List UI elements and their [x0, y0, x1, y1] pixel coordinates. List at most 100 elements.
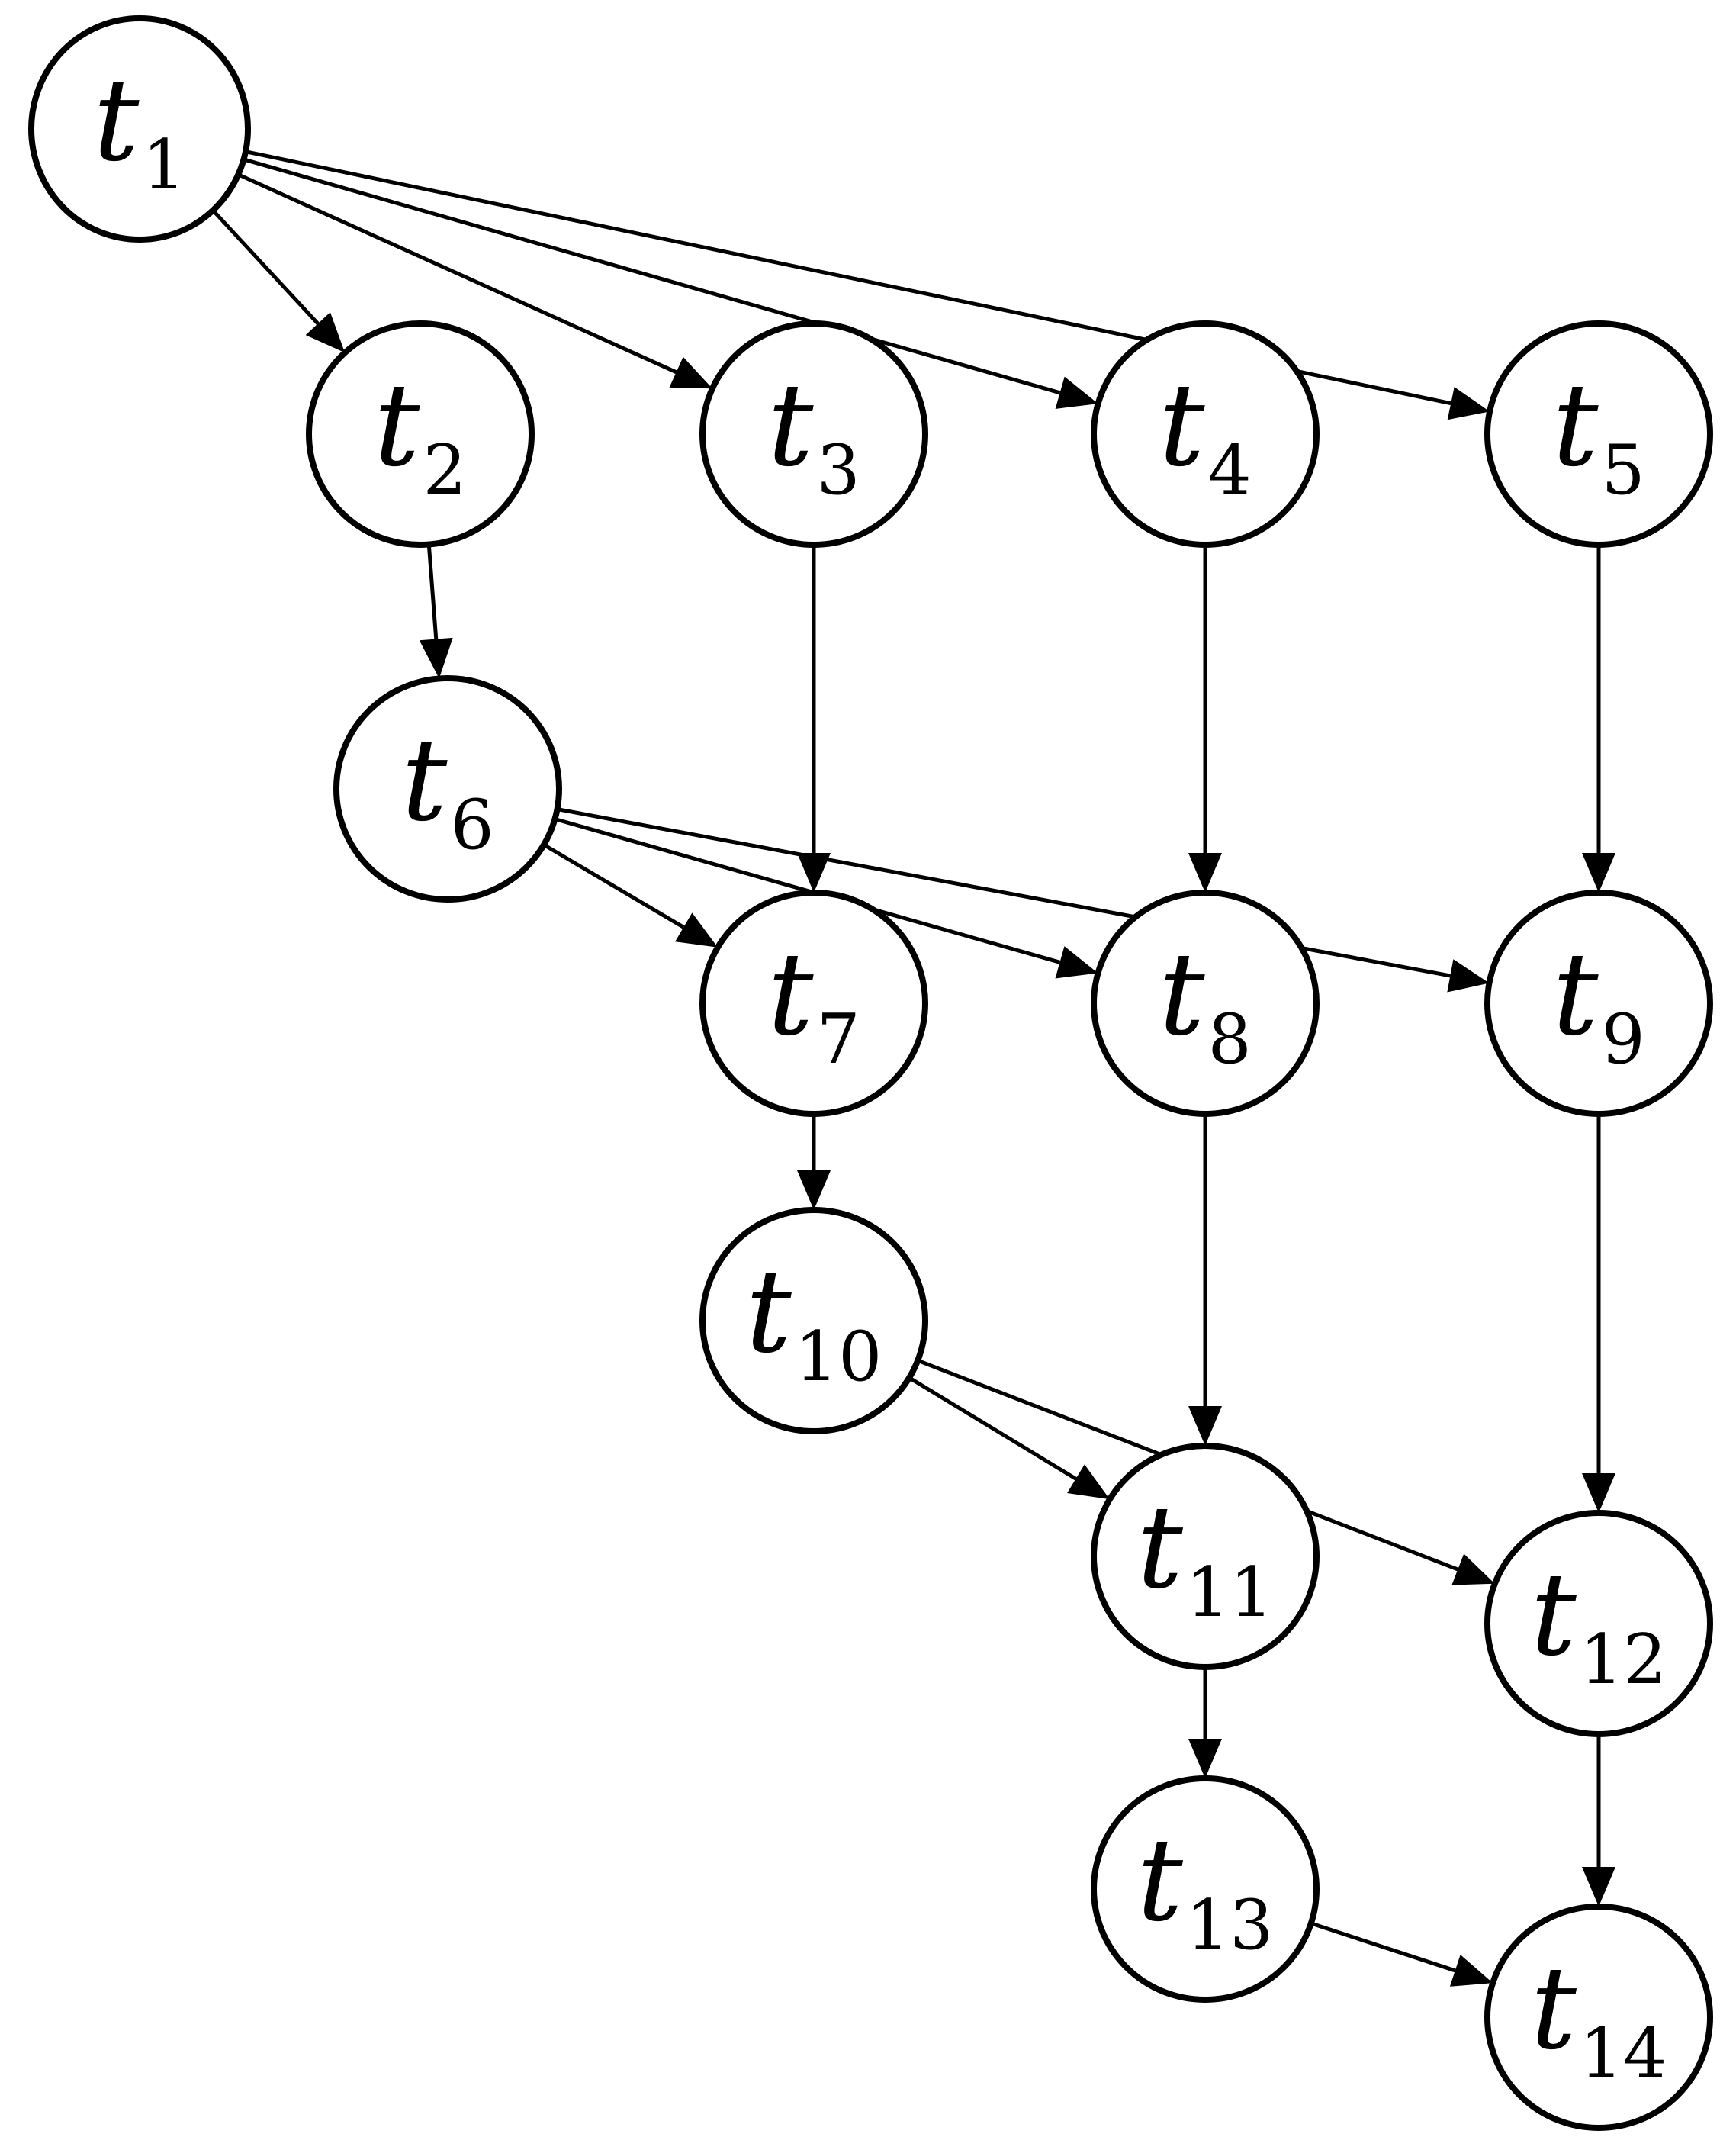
node-label-index: 14	[1580, 2013, 1667, 2094]
edge-t8-to-t11	[1188, 1114, 1222, 1446]
arrow-head-icon	[1447, 959, 1490, 993]
node-circle	[1484, 890, 1713, 1117]
node-circle	[1484, 1510, 1713, 1737]
node-label-letter: t	[1137, 1814, 1184, 1947]
node-circle	[1091, 1443, 1320, 1670]
node-label-index: 12	[1580, 1620, 1667, 1700]
node-label-letter: t	[767, 929, 814, 1061]
node-t10: t10	[699, 1207, 928, 1434]
arrow-head-icon	[797, 1170, 831, 1210]
node-t14: t14	[1484, 1904, 1713, 2131]
arrow-head-icon	[305, 312, 346, 353]
node-circle	[28, 15, 251, 243]
edge-t7-to-t10	[797, 1114, 831, 1210]
node-label-letter: t	[1552, 929, 1599, 1061]
arrow-head-icon	[1067, 1464, 1110, 1500]
arrow-head-icon	[1188, 853, 1222, 893]
node-label: t14	[1531, 1942, 1667, 2094]
node-label: t1	[93, 54, 186, 205]
node-t8: t8	[1091, 890, 1320, 1117]
edge-line	[211, 209, 320, 325]
node-label-index: 13	[1186, 1885, 1274, 1965]
node-label: t4	[1159, 359, 1252, 510]
edge-t3-to-t7	[797, 545, 831, 893]
edge-t10-to-t11	[908, 1376, 1110, 1500]
node-label-letter: t	[93, 54, 140, 187]
node-label: t3	[767, 359, 860, 510]
node-label: t9	[1552, 929, 1645, 1080]
edge-line	[1310, 1921, 1456, 1973]
node-t13: t13	[1091, 1775, 1320, 2003]
node-label-index: 6	[451, 785, 494, 865]
node-circle	[699, 1207, 928, 1434]
node-circle	[699, 320, 928, 548]
node-t3: t3	[699, 320, 928, 548]
node-label: t10	[746, 1246, 882, 1397]
node-label-letter: t	[767, 359, 814, 492]
node-label-letter: t	[401, 714, 448, 847]
edge-line	[908, 1376, 1077, 1481]
node-label-index: 4	[1208, 430, 1252, 510]
node-label-index: 8	[1208, 999, 1252, 1080]
arrow-head-icon	[797, 853, 831, 893]
node-circle	[1091, 320, 1320, 548]
node-label-letter: t	[1137, 1482, 1184, 1614]
node-t5: t5	[1484, 320, 1713, 548]
node-t9: t9	[1484, 890, 1713, 1117]
edge-t6-to-t7	[542, 843, 719, 948]
node-label-letter: t	[1159, 359, 1205, 492]
node-label: t6	[401, 714, 494, 865]
arrow-head-icon	[1055, 946, 1098, 979]
node-t2: t2	[306, 320, 535, 548]
arrow-head-icon	[1451, 1553, 1495, 1585]
node-label: t5	[1552, 359, 1645, 510]
arrow-head-icon	[419, 637, 453, 679]
arrow-head-icon	[1447, 387, 1490, 420]
node-label-index: 5	[1602, 430, 1645, 510]
edge-t2-to-t6	[419, 544, 453, 679]
edge-line	[426, 544, 439, 639]
node-label: t7	[767, 929, 860, 1080]
node-label-index: 7	[817, 999, 860, 1080]
arrow-head-icon	[1582, 1867, 1615, 1907]
node-t6: t6	[333, 675, 562, 903]
node-label-letter: t	[374, 359, 420, 492]
node-circle	[1091, 1775, 1320, 2003]
edge-t1-to-t2	[211, 209, 346, 353]
edge-t13-to-t14	[1310, 1921, 1493, 1987]
arrow-head-icon	[669, 356, 712, 389]
edge-line	[243, 157, 1061, 395]
edge-t5-to-t9	[1582, 545, 1615, 893]
arrow-head-icon	[675, 912, 719, 948]
node-t7: t7	[699, 890, 928, 1117]
node-label-index: 3	[817, 430, 860, 510]
node-circle	[306, 320, 535, 548]
edge-t12-to-t14	[1582, 1734, 1615, 1907]
node-label-letter: t	[746, 1246, 792, 1379]
node-t4: t4	[1091, 320, 1320, 548]
node-circle	[1091, 890, 1320, 1117]
node-circle	[333, 675, 562, 903]
edge-t4-to-t8	[1188, 545, 1222, 893]
node-label: t12	[1531, 1549, 1667, 1700]
node-label-index: 1	[143, 125, 186, 205]
edge-t11-to-t13	[1188, 1667, 1222, 1778]
edge-t9-to-t12	[1582, 1114, 1615, 1513]
arrow-head-icon	[1188, 1739, 1222, 1778]
edge-line	[542, 843, 685, 929]
node-label-letter: t	[1531, 1549, 1577, 1682]
node-label-letter: t	[1552, 359, 1599, 492]
arrow-head-icon	[1449, 1954, 1493, 1987]
arrow-head-icon	[1582, 853, 1615, 893]
node-t12: t12	[1484, 1510, 1713, 1737]
node-circle	[699, 890, 928, 1117]
node-label: t11	[1137, 1482, 1274, 1633]
node-circle	[1484, 320, 1713, 548]
edge-t1-to-t3	[237, 172, 712, 389]
node-t11: t11	[1091, 1443, 1320, 1670]
node-label-index: 10	[795, 1317, 882, 1397]
node-circle	[1484, 1904, 1713, 2131]
node-label-index: 11	[1186, 1553, 1274, 1633]
node-label: t13	[1137, 1814, 1274, 1965]
